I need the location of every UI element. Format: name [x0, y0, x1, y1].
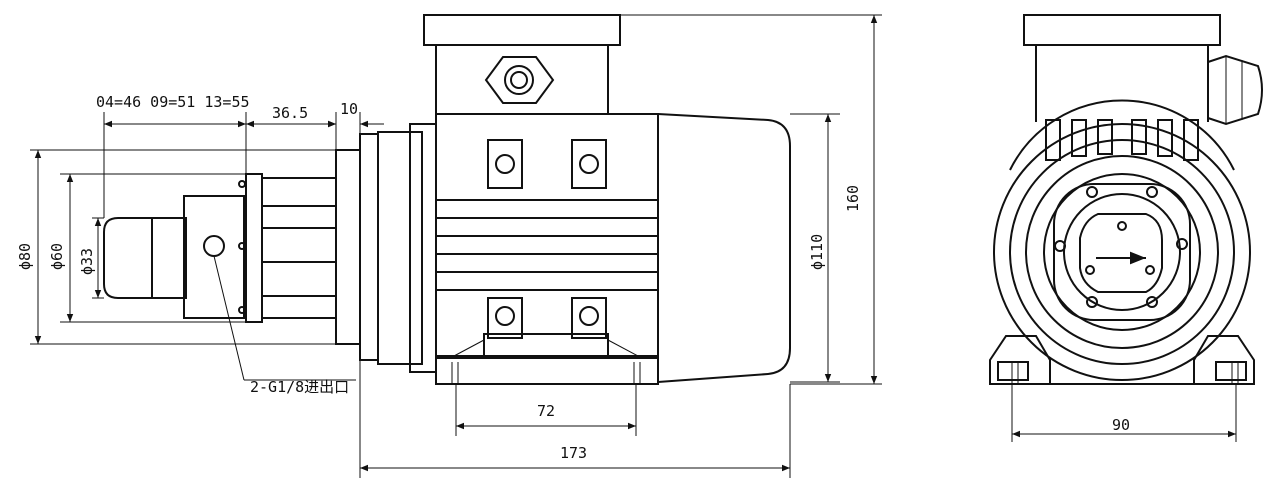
- side-dimensions: 04=46 09=51 13=55 36.5 10 ϕ80 ϕ60 ϕ33 2-…: [16, 14, 882, 478]
- pump-side-view: [103, 149, 361, 345]
- port-hole: [203, 235, 225, 257]
- dim-end-width: 90: [1112, 416, 1130, 434]
- dim-foot-spacing: 72: [537, 402, 555, 420]
- end-dimensions: 90: [1011, 384, 1237, 442]
- motor-side-view: [359, 14, 791, 385]
- dim-overall-length: 173: [560, 444, 587, 462]
- port-callout: 2-G1/8进出口: [250, 378, 349, 396]
- dim-dia-60: ϕ60: [48, 243, 66, 270]
- dim-spacer-length: 10: [340, 100, 358, 118]
- motor-end-view: [989, 14, 1263, 385]
- end-fins: [1009, 99, 1235, 171]
- dim-dia-33: ϕ33: [78, 248, 96, 275]
- dim-flange-length: 36.5: [272, 104, 308, 122]
- dim-dia-80: ϕ80: [16, 243, 34, 270]
- dim-height: 160: [844, 185, 862, 212]
- dim-dia-110: ϕ110: [808, 234, 826, 270]
- dim-pump-lengths: 04=46 09=51 13=55: [96, 93, 250, 111]
